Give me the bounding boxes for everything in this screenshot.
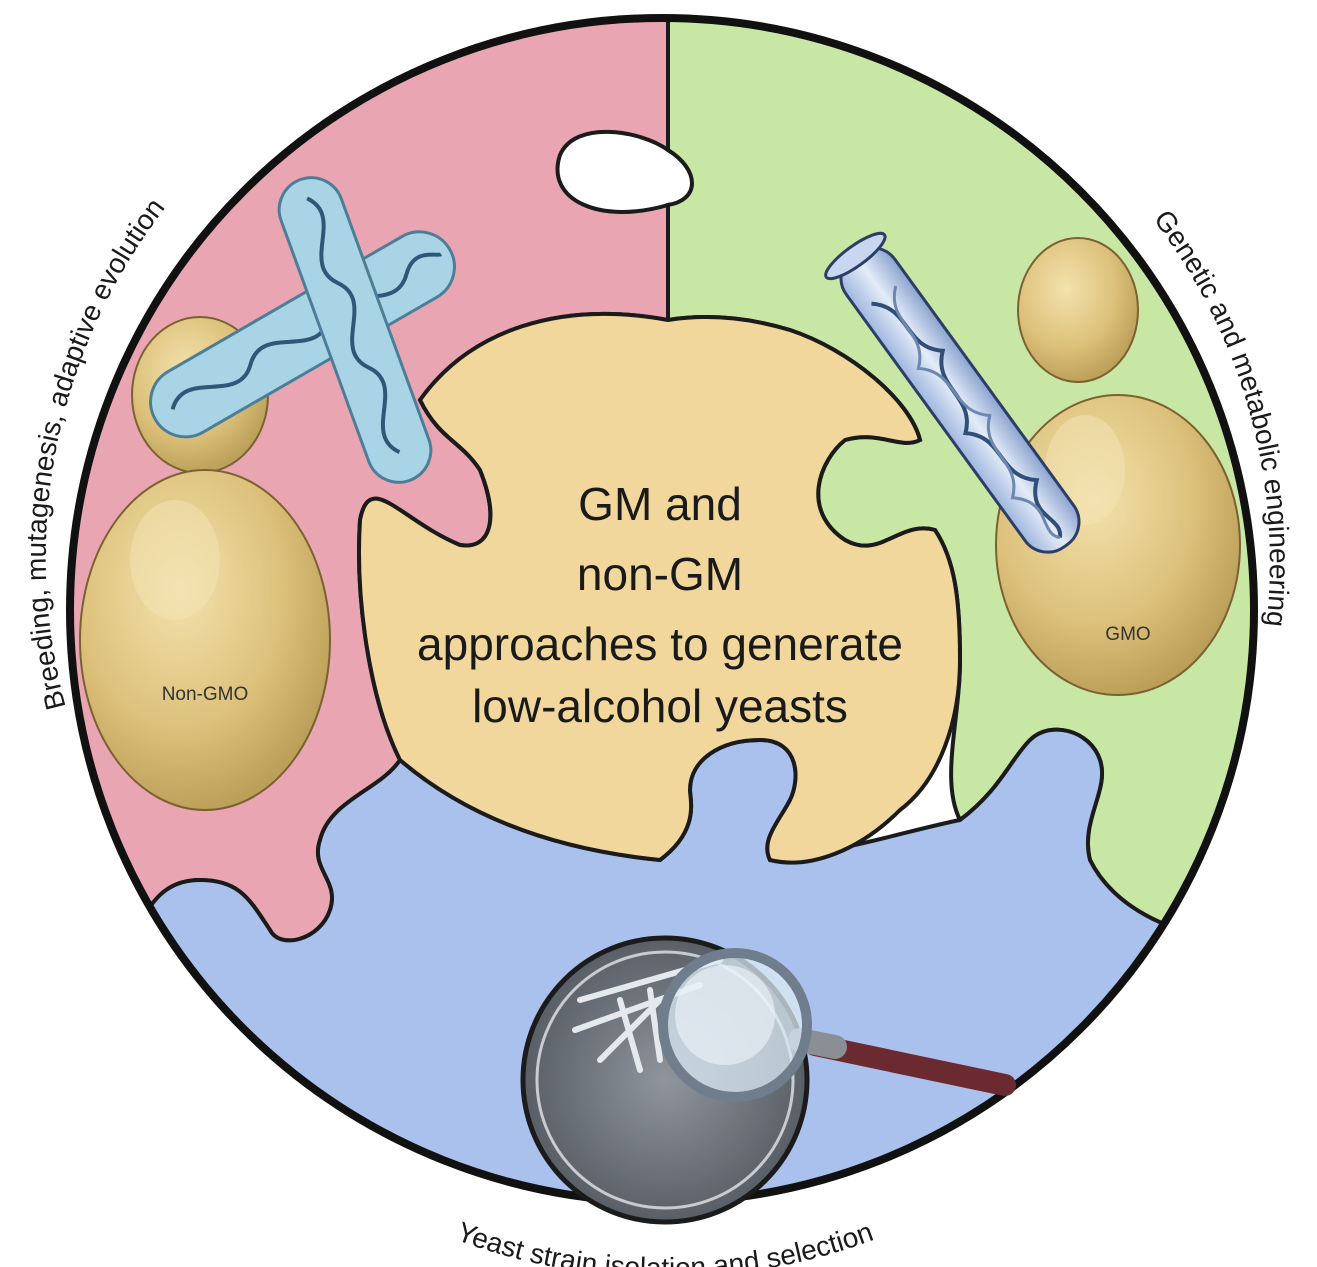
center-title-line-3: approaches to generate (417, 618, 903, 670)
test-tube-dna-icon (824, 231, 1081, 554)
gmo-yeast-cell (995, 237, 1241, 696)
center-title-line-2: non-GM (577, 548, 743, 600)
magnifying-glass-icon (658, 948, 1016, 1102)
gmo-label: GMO (1105, 624, 1150, 645)
chromosome-icon (149, 176, 456, 484)
center-title-line-1: GM and (578, 478, 742, 530)
non-gmo-yeast-cell (79, 316, 331, 811)
center-piece (357, 311, 963, 865)
non-gmo-label: Non-GMO (162, 684, 249, 705)
center-title-line-4: low-alcohol yeasts (472, 680, 848, 732)
